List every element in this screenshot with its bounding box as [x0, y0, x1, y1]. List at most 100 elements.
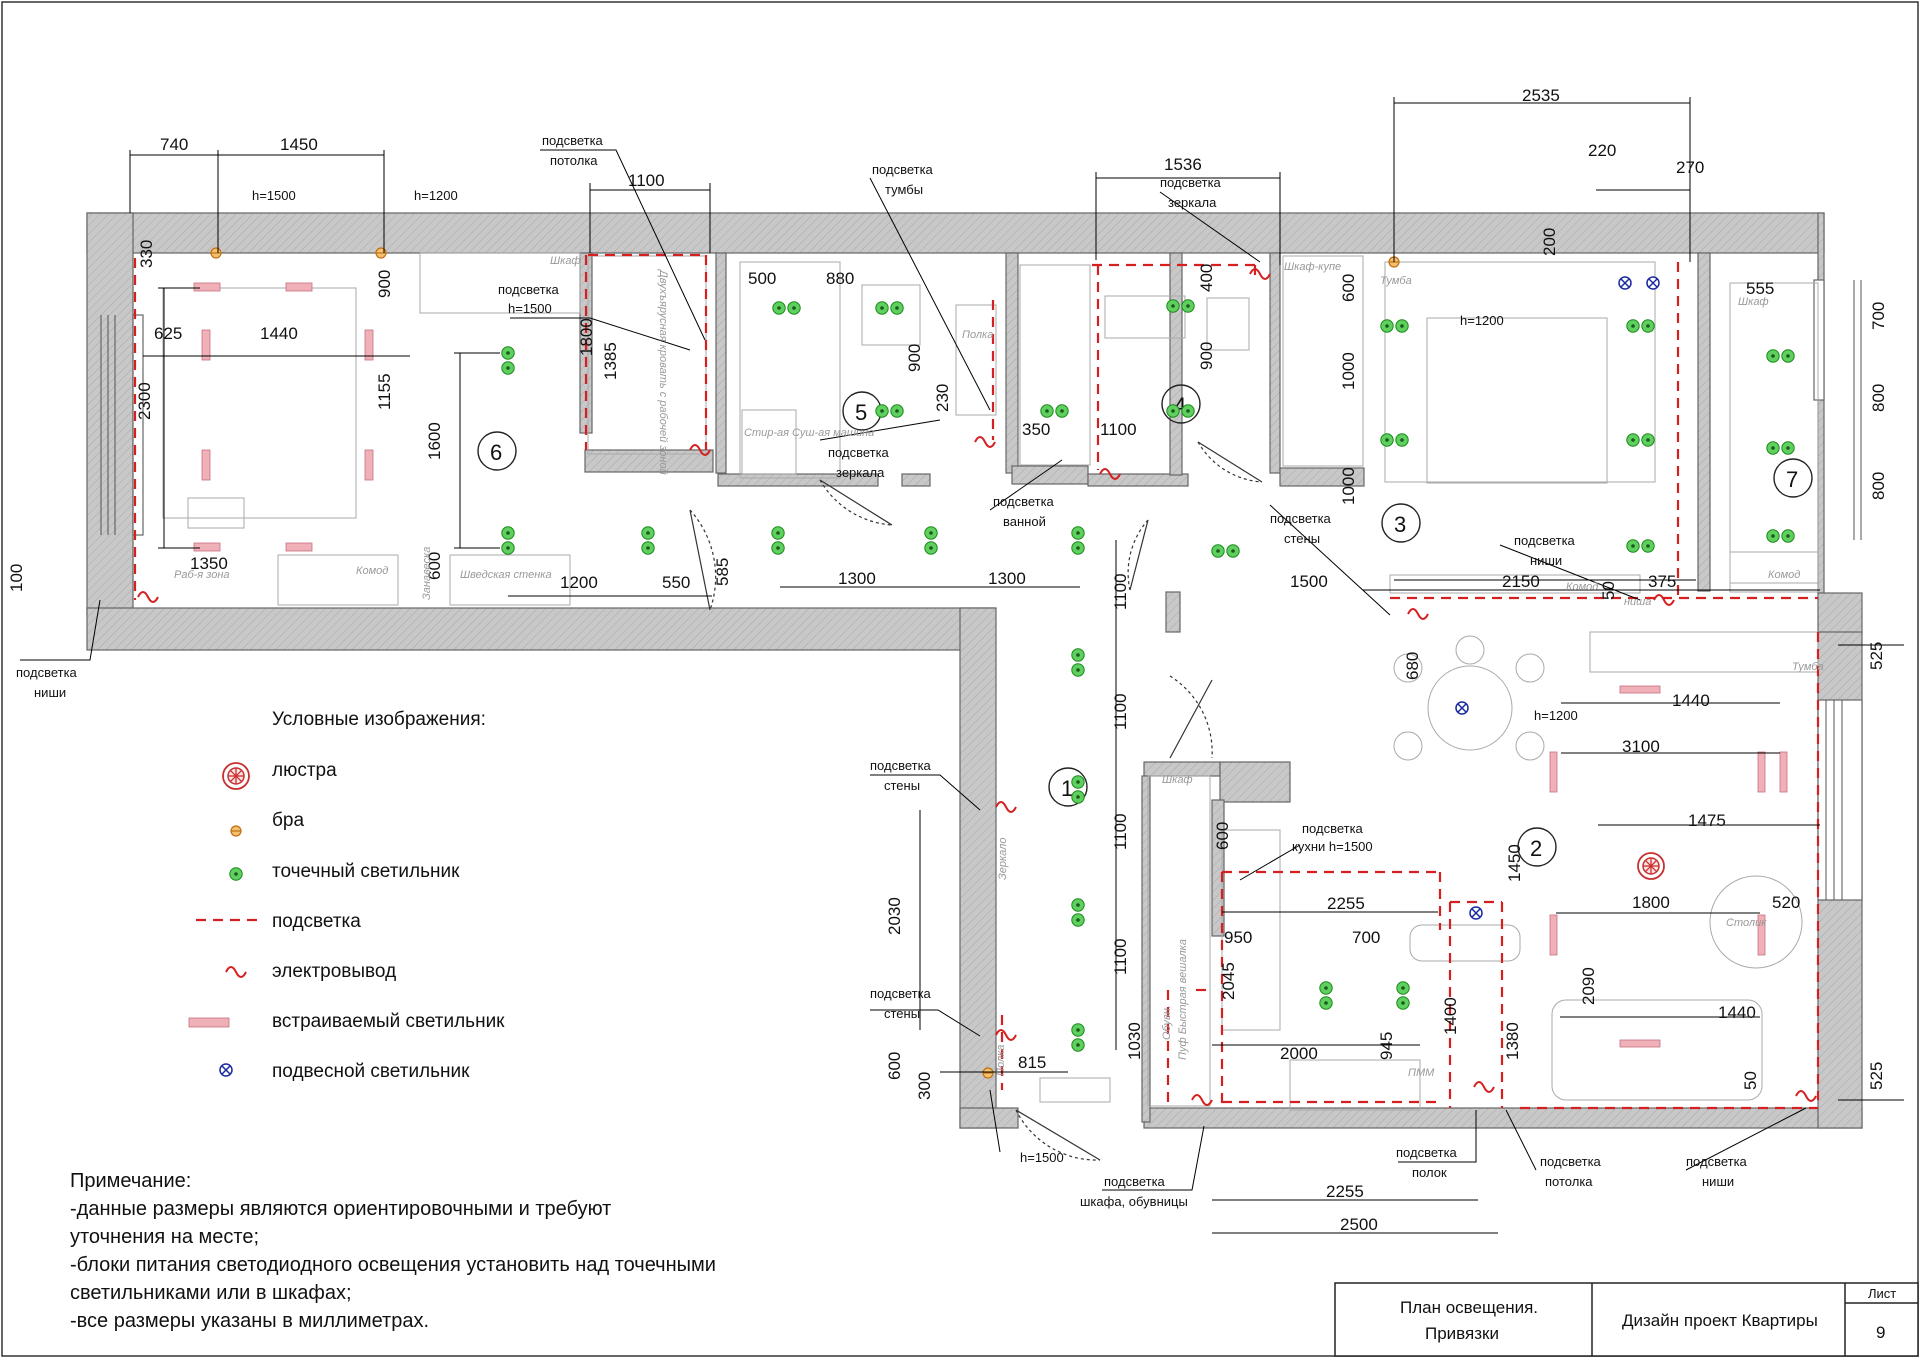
- sconce-icon: [230, 825, 242, 837]
- room-marker-3: [1381, 503, 1421, 543]
- notes-line: светильниками или в шкафах;: [70, 1282, 352, 1304]
- furniture-label: Шкаф: [1162, 774, 1193, 786]
- dimension: 1300: [838, 569, 876, 588]
- room-marker-4: [1161, 384, 1201, 424]
- dimension: 900: [1197, 342, 1216, 370]
- chandelier-living: [1637, 852, 1665, 880]
- callout-niche-light-2: ниши: [1702, 1174, 1734, 1189]
- callout-niche-light-3: ниши: [1530, 553, 1562, 568]
- dimension: 2000: [1280, 1044, 1318, 1063]
- callout-wall-light-1b: стены: [884, 1006, 920, 1021]
- room-marker-1: [1048, 767, 1088, 807]
- dimension: 1450: [280, 135, 318, 154]
- dimension: 740: [160, 135, 188, 154]
- callout-bed-light: h=1500: [508, 301, 552, 316]
- dimension: 1440: [260, 324, 298, 343]
- callout-bed-light: подсветка: [498, 282, 560, 297]
- dimension: 555: [1746, 279, 1774, 298]
- legend-item-sconce: бра: [272, 810, 304, 831]
- dimension: 2535: [1522, 86, 1560, 105]
- builtin-light-icon: [188, 1017, 230, 1028]
- furniture-label: Пуф Быстрая вешалка: [1177, 939, 1189, 1060]
- dimension: 1536: [1164, 155, 1202, 174]
- legend-title: Условные изображения:: [272, 709, 486, 730]
- callout-niche-light-6: подсветка: [16, 665, 78, 680]
- dimension: 600: [1339, 274, 1358, 302]
- dimension: 700: [1352, 928, 1380, 947]
- callout-cabinet-light: подсветка: [872, 162, 934, 177]
- led-strips: [133, 253, 1820, 1110]
- dimension: 3100: [1622, 737, 1660, 756]
- walls: [86, 212, 1863, 1129]
- dimension: 1385: [601, 342, 620, 380]
- dimension: 2300: [135, 382, 154, 420]
- dimension: 300: [915, 1072, 934, 1100]
- legend-item-builtin: встраиваемый светильник: [272, 1011, 505, 1032]
- height-label: h=1500: [252, 188, 296, 203]
- height-label: h=1500: [1020, 1150, 1064, 1165]
- legend-item-outlet: электровывод: [272, 961, 396, 982]
- callouts: подсветка потолка подсветка тумбы подсве…: [16, 133, 1748, 1209]
- dimension: 220: [1588, 141, 1616, 160]
- furniture-label: Комод: [1566, 581, 1598, 593]
- dimension: 1100: [1111, 938, 1130, 975]
- builtin-lights: [193, 282, 1788, 1048]
- dimension: 1155: [375, 373, 394, 410]
- room-number-3: 3: [1394, 512, 1406, 537]
- dimension: 600: [885, 1052, 904, 1080]
- dimension: 900: [905, 344, 924, 372]
- callout-ceiling-light-6: потолка: [550, 153, 598, 168]
- notes-line: -все размеры указаны в миллиметрах.: [70, 1310, 429, 1332]
- dimension: 2500: [1340, 1215, 1378, 1234]
- dimension: 375: [1648, 572, 1676, 591]
- furniture-label: Комод: [1768, 569, 1800, 581]
- callout-mirror-light-5: зеркала: [836, 465, 885, 480]
- notes-line: -блоки питания светодиодного освещения у…: [70, 1254, 716, 1276]
- dimension: 1000: [1339, 467, 1358, 505]
- room-number-5: 5: [855, 400, 867, 425]
- dimension: 2045: [1219, 962, 1238, 1000]
- furniture-label: Шкаф-купе: [1284, 261, 1341, 273]
- project-name: Дизайн проект Квартиры: [1622, 1311, 1818, 1330]
- furniture-label: Тумба: [1380, 275, 1412, 287]
- callout-niche-light-2: подсветка: [1686, 1154, 1748, 1169]
- dimension: 1030: [1125, 1022, 1144, 1060]
- sheet-number: 9: [1876, 1323, 1885, 1342]
- dimension: 525: [1867, 1062, 1886, 1090]
- dimension: 1100: [628, 171, 665, 190]
- callout-shelf-light: подсветка: [1396, 1145, 1458, 1160]
- furniture: [162, 252, 1819, 1111]
- dimension: 400: [1197, 264, 1216, 292]
- sheet-label: Лист: [1868, 1286, 1896, 1301]
- dimension: 1100: [1111, 573, 1130, 610]
- spot-light-icon: [229, 867, 243, 881]
- dimension: 1475: [1688, 811, 1726, 830]
- dimension: 1600: [425, 422, 444, 460]
- callout-shelf-light: полок: [1412, 1165, 1447, 1180]
- dimension: 880: [826, 269, 854, 288]
- dimension-lines: [129, 97, 1904, 1234]
- chandelier-icon: [222, 762, 250, 790]
- callout-wall-light-1b: подсветка: [870, 986, 932, 1001]
- dimension: 700: [1869, 302, 1888, 330]
- callout-bath-light: ванной: [1003, 514, 1046, 529]
- room-number-1: 1: [1061, 776, 1073, 801]
- dimension: 815: [1018, 1053, 1046, 1072]
- dimension: 1350: [190, 554, 228, 573]
- dimension: 900: [375, 270, 394, 298]
- dimension: 1000: [1339, 352, 1358, 390]
- room-number-7: 7: [1786, 467, 1798, 492]
- furniture-label: Полка: [995, 1045, 1007, 1076]
- height-label: h=1200: [1534, 708, 1578, 723]
- dimension-text: 740 1450 1100 1536 2535 220 270 200 330 …: [7, 86, 1888, 1234]
- furniture-label: Полка: [962, 329, 993, 341]
- dimension: 2030: [885, 897, 904, 935]
- dimension: 520: [1772, 893, 1800, 912]
- pendant-light-icon: [219, 1063, 233, 1077]
- dimension: 1300: [988, 569, 1026, 588]
- dimension: 1800: [577, 318, 596, 356]
- legend-item-spot: точечный светильник: [272, 861, 460, 882]
- callout-niche-light-3: подсветка: [1514, 533, 1576, 548]
- room-marker-7: [1773, 458, 1813, 498]
- callout-leaders: [20, 149, 1807, 1191]
